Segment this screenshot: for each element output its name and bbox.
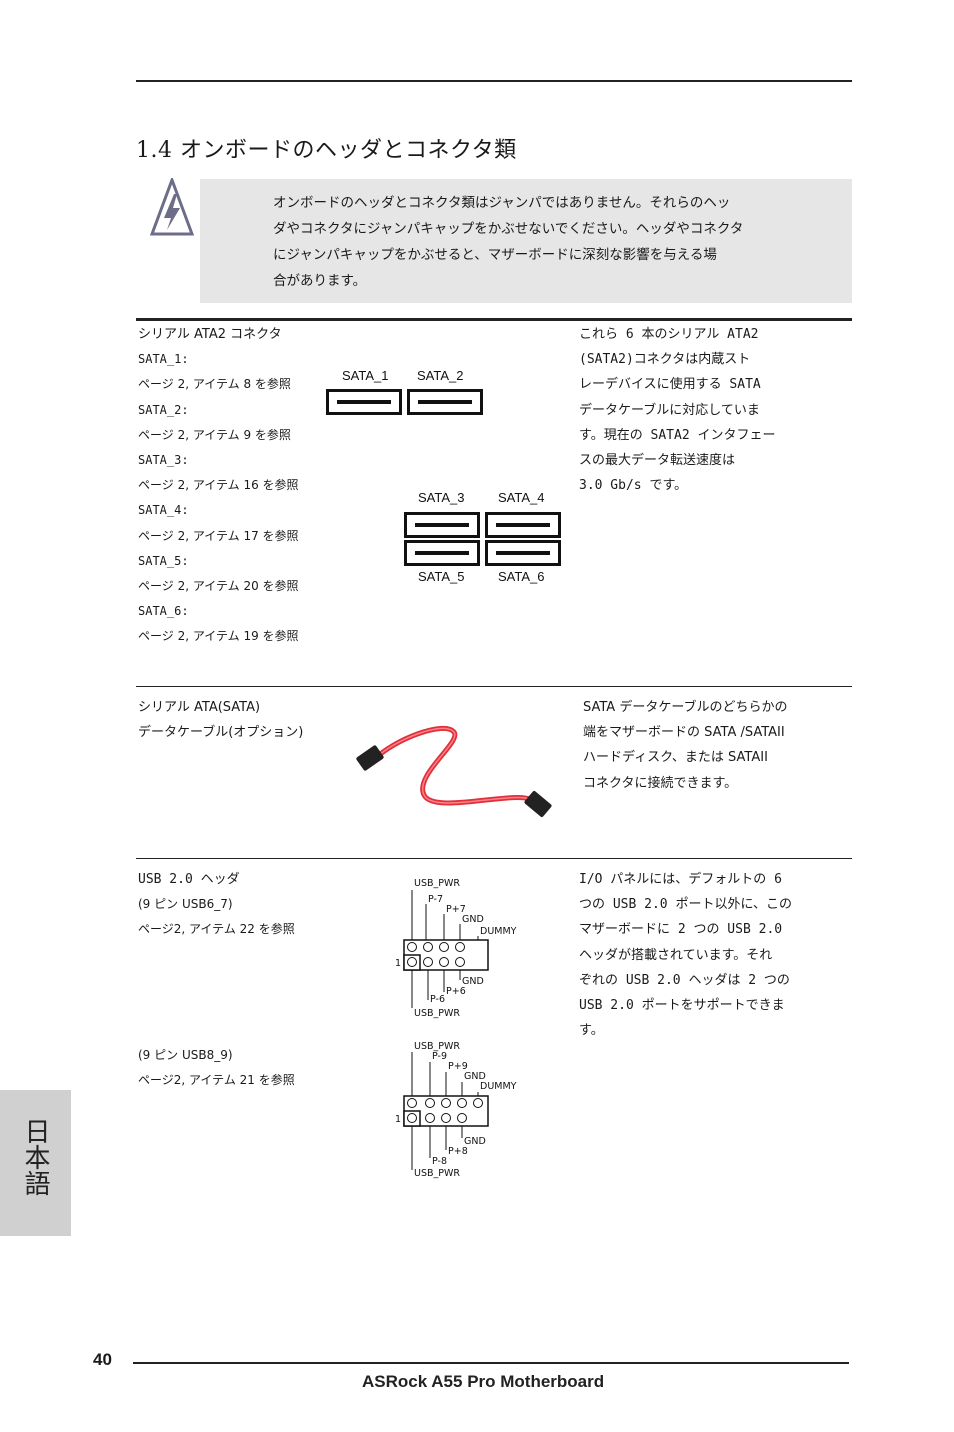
usb-description: I/O パネルには、デフォルトの 6 つの USB 2.0 ポート以外に、この … [579,867,824,1043]
sata-connector-list: シリアル ATA2 コネクタ SATA_1: ページ 2, アイテム 8 を参照… [138,322,338,650]
pin-label: P+8 [448,1146,468,1157]
sata-section-rule [136,318,852,321]
usb-6-7-pin-diagram: USB_PWR P-7 P+7 GND DUMMY 1 GND P+6 P-6 … [395,878,517,1019]
usb-desc-line: ヘッダが搭載されています。それ [579,947,773,963]
cable-desc-line: コネクタに接続できます。 [583,775,738,791]
usb-section-rule [136,858,852,859]
usb-header-info: USB 2.0 ヘッダ (9 ピン USB6_7) ページ2, アイテム 22 … [138,867,338,943]
pin-label: GND [464,1071,486,1082]
warning-triangle-lightning-icon [150,178,194,236]
usb-desc-line: USB 2.0 ポートをサポートできま [579,998,785,1014]
pin-label: GND [462,976,484,987]
sata-6-connector [485,540,561,566]
pin1-label: 1 [395,958,401,969]
top-rule [136,80,852,82]
cable-description: SATA データケーブルのどちらかの 端をマザーボードの SATA /SATAI… [583,695,843,796]
sata-4-label: SATA_4 [498,490,545,505]
pin-label: P+9 [448,1061,468,1072]
usb-header1-pins: (9 ピン USB6_7) [138,897,233,912]
sata-desc-line: スの最大データ転送速度は [579,453,736,469]
usb-desc-line: す。 [579,1023,604,1039]
usb-desc-line: I/O パネルには、デフォルトの 6 [579,872,782,887]
sata-5-connector [404,540,480,566]
sata-entry-name: SATA_4: [138,503,189,518]
usb-title: USB 2.0 ヘッダ [138,872,240,887]
sata-4-connector [485,512,561,538]
pin-label: DUMMY [480,926,517,937]
language-tab [0,1090,71,1236]
pin-label: USB_PWR [414,1008,460,1019]
usb-header2-ref: ページ2, アイテム 21 を参照 [138,1073,295,1088]
usb-desc-line: ぞれの USB 2.0 ヘッダは 2 つの [579,972,790,988]
caution-line: オンボードのヘッダとコネクタ類はジャンパではありません。それらのヘッ [273,195,731,211]
cable-title-line: データケーブル(オプション) [138,725,304,741]
sata-1-connector [326,389,402,415]
cable-title: シリアル ATA(SATA) データケーブル(オプション) [138,695,358,745]
sata-2-label: SATA_2 [417,368,464,383]
pin1-label: 1 [395,1114,401,1125]
cable-desc-line: ハードディスク、または SATAII [583,750,768,766]
usb-desc-line: マザーボードに 2 つの USB 2.0 [579,922,783,938]
sata-title: シリアル ATA2 コネクタ [138,327,282,342]
sata-entry-ref: ページ 2, アイテム 17 を参照 [138,528,299,543]
sata-desc-line: 3.0 Gb/s です。 [579,478,688,494]
sata-desc-line: (SATA2)コネクタは内蔵スト [579,352,751,368]
sata-desc-line: す。現在の SATA2 インタフェー [579,427,776,443]
cable-section-rule [136,686,852,687]
sata-entry-name: SATA_2: [138,402,189,417]
footer-title: ASRock A55 Pro Motherboard [362,1372,605,1391]
pin-label: P-7 [428,894,443,905]
pin-label: USB_PWR [414,1168,460,1179]
pin-label: USB_PWR [414,878,460,889]
page-number: 40 [93,1350,112,1369]
sata-desc-line: レーデバイスに使用する SATA [579,377,761,393]
pin-label: GND [462,914,484,925]
caution-text: オンボードのヘッダとコネクタ類はジャンパではありません。それらのヘッ ダやコネク… [273,190,793,294]
sata-entry-name: SATA_5: [138,553,189,568]
sata-description: これら 6 本のシリアル ATA2 (SATA2)コネクタは内蔵スト レーデバイ… [579,322,819,498]
pin-label: DUMMY [480,1081,517,1092]
usb-header2-pins: (9 ピン USB8_9) [138,1048,233,1062]
pin-label: P-6 [430,994,445,1005]
caution-line: 合があります。 [273,273,367,289]
cable-desc-line: SATA データケーブルのどちらかの [583,700,788,715]
sata-desc-line: これら 6 本のシリアル ATA2 [579,327,759,342]
cable-title-line: シリアル ATA(SATA) [138,700,261,715]
section-title: 1.4 オンボードのヘッダとコネクタ類 [136,138,517,163]
usb-header2-info: (9 ピン USB8_9) ページ2, アイテム 21 を参照 [138,1043,338,1093]
pin-label: P-9 [432,1051,447,1062]
pin-label: USB_PWR [414,1041,460,1052]
sata-entry-name: SATA_1: [138,352,189,367]
language-tab-label: 日本語 [20,1118,50,1196]
pin-label: GND [464,1136,486,1147]
sata-entry-ref: ページ 2, アイテム 8 を参照 [138,377,291,392]
pin-label: P-8 [432,1156,447,1167]
sata-5-label: SATA_5 [418,569,465,584]
sata-3-connector [404,512,480,538]
sata-cable-image [356,725,552,818]
sata-2-connector [407,389,483,415]
sata-entry-name: SATA_3: [138,453,189,468]
usb-desc-line: つの USB 2.0 ポート以外に、この [579,897,793,913]
sata-3-label: SATA_3 [418,490,465,505]
cable-desc-line: 端をマザーボードの SATA /SATAII [583,725,785,741]
usb-header1-ref: ページ2, アイテム 22 を参照 [138,922,295,937]
pin-label: P+7 [446,904,466,915]
caution-line: にジャンパキャップをかぶせると、マザーボードに深刻な影響を与える場 [273,247,717,263]
sata-entry-ref: ページ 2, アイテム 20 を参照 [138,579,299,594]
sata-entry-ref: ページ 2, アイテム 19 を参照 [138,629,299,644]
sata-entry-ref: ページ 2, アイテム 16 を参照 [138,478,299,493]
pin-label: P+6 [446,986,466,997]
footer-rule [133,1362,849,1364]
sata-6-label: SATA_6 [498,569,545,584]
sata-1-label: SATA_1 [342,368,389,383]
usb-8-9-pin-diagram: USB_PWR P-9 P+9 GND DUMMY 1 GND P+8 P-8 … [395,1041,517,1179]
sata-entry-name: SATA_6: [138,604,189,619]
sata-entry-ref: ページ 2, アイテム 9 を参照 [138,427,291,442]
caution-line: ダやコネクタにジャンパキャップをかぶせないでください。ヘッダやコネクタ [273,221,744,237]
sata-desc-line: データケーブルに対応していま [579,402,760,418]
caution-box [200,179,852,303]
